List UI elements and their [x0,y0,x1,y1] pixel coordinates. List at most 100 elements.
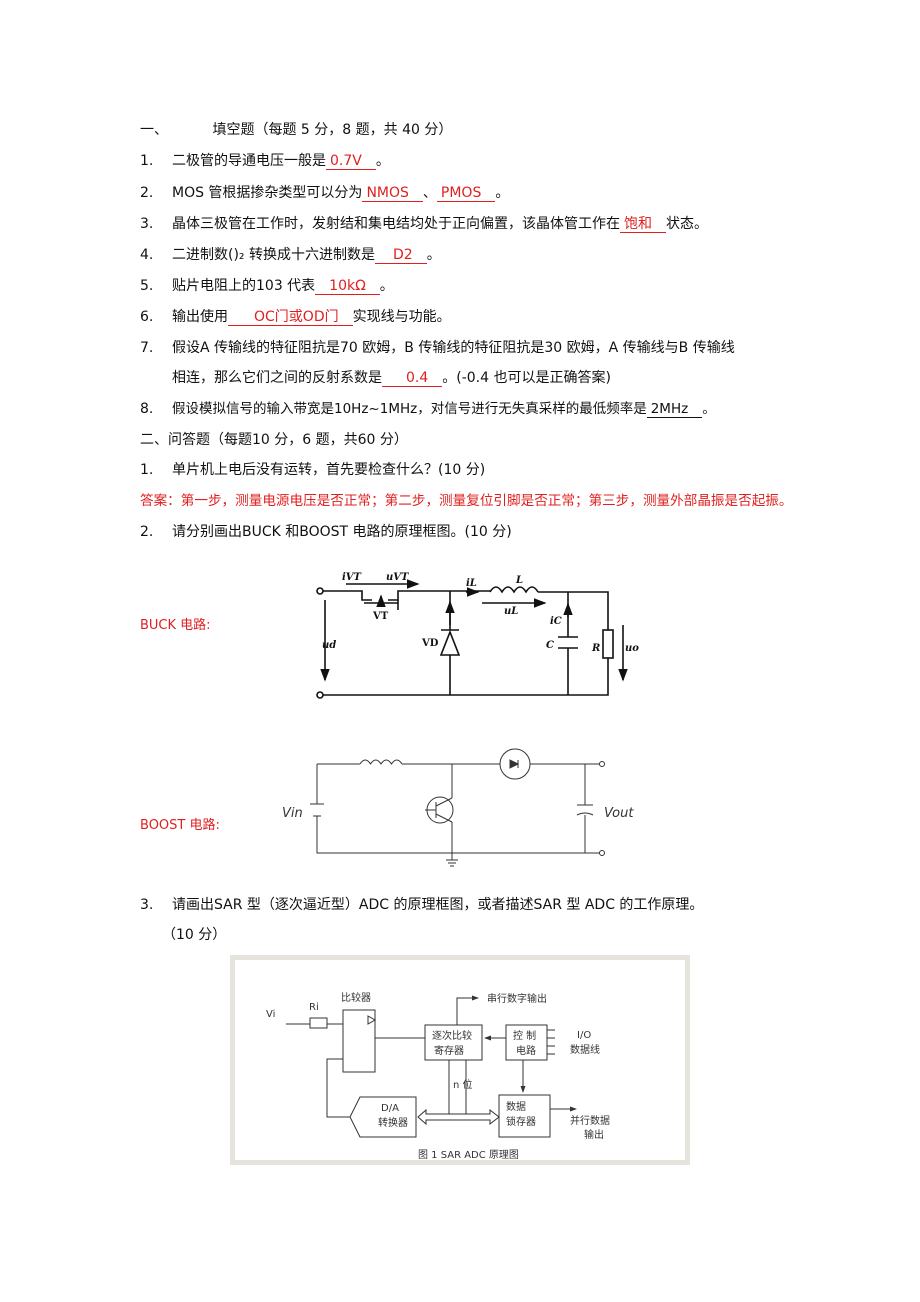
figure-caption: 图 1 SAR ADC 原理图 [418,1149,519,1161]
question-text: 贴片电阻上的103 代表 [172,278,316,294]
label-ul: uL [504,606,518,617]
label-r: R [591,643,600,654]
sar-register-box [424,1024,483,1061]
answer-blank: 10kΩ [315,278,380,295]
question-text: 。 [702,401,716,417]
label-il: iL [466,578,477,589]
section1-heading: 一、 填空题（每题 5 分，8 题，共 40 分） [140,121,452,139]
answer-blank: 2MHz [646,401,703,418]
item-number: 3. [140,216,154,232]
question-text: 。 [379,278,394,294]
label-vt: VT [372,611,389,622]
bus-arrow [417,1108,500,1126]
item-number: 6. [140,309,154,325]
label-ri: Ri [309,1002,319,1013]
label-ivt: iVT [342,572,363,583]
label-parallel-output: 输出 [584,1128,604,1141]
label-sar-register: 逐次比较 [432,1029,472,1042]
diode-icon [439,629,461,656]
item-number: 1. [140,153,154,169]
label-n-bit: n 位 [453,1078,473,1091]
label-latch: 锁存器 [506,1115,536,1128]
question-2-3: 请画出SAR 型（逐次逼近型）ADC 的原理框图，或者描述SAR 型 ADC 的… [172,897,704,913]
question-text: 。 [495,185,510,201]
label-latch: 数据 [506,1100,526,1113]
terminal-icon [599,761,605,767]
label-c: C [546,640,554,651]
question-3: 晶体三极管在工作时，发射结和集电结均处于正向偏置，该晶体管工作在饱和状态。 [172,215,708,233]
question-text: 晶体三极管在工作时，发射结和集电结均处于正向偏置，该晶体管工作在 [172,216,620,232]
question-text: 二极管的导通电压一般是 [172,153,326,169]
question-text: 假设模拟信号的输入带宽是10Hz~1MHz，对信号进行无失真采样的最低频率是 [172,401,647,417]
question-2-3-score: （10 分） [162,927,227,943]
answer-blank: 0.4 [382,370,443,387]
question-text: 状态。 [666,216,708,232]
resistor-icon [309,1017,328,1029]
dac-box [349,1096,417,1138]
question-2-1: 单片机上电后没有运转，首先要检查什么？(10 分) [172,462,486,478]
question-text: 二进制数()₂ 转换成十六进制数是 [172,247,375,263]
label-parallel-output: 并行数据 [570,1114,610,1127]
question-2-2: 请分别画出BUCK 和BOOST 电路的原理框图。(10 分) [172,524,512,540]
question-text: MOS 管根据掺杂类型可以分为 [172,185,363,201]
item-number: 7. [140,340,154,356]
label-control: 控 制 [513,1029,536,1042]
question-text: 。 [426,247,441,263]
comparator-box [342,1009,376,1073]
question-text: 、 [422,185,437,201]
answer-blank: PMOS [436,185,496,202]
label-uo: uo [625,643,639,654]
capacitor-icon [576,764,594,853]
label-vout: Vout [604,806,634,821]
answer-blank: D2 [375,247,427,264]
item-number: 4. [140,247,154,263]
diode-icon [499,748,531,780]
item-number: 2. [140,524,154,540]
terminal-icon [599,850,605,856]
data-latch-box [498,1094,551,1138]
label-vd: VD [421,638,439,649]
boost-label: BOOST 电路: [140,818,220,833]
resistor-icon [602,629,614,659]
battery-icon [310,803,324,817]
section2-heading: 二、问答题（每题10 分，6 题，共60 分） [140,432,408,448]
label-vi: Vi [266,1009,275,1020]
label-dac: D/A [381,1103,399,1114]
label-control: 电路 [516,1044,536,1057]
label-io: 数据线 [570,1043,600,1056]
answer-blank: NMOS [362,185,423,202]
item-number: 1. [140,462,154,478]
buck-circuit [316,579,628,699]
label-ic: iC [550,616,562,627]
label-vin: Vin [282,806,303,821]
item-number: 2. [140,185,154,201]
answer-blank: 饱和 [620,216,666,233]
buck-label: BUCK 电路: [140,618,211,633]
answer-blank: 0.7V [326,153,376,170]
label-sar-register: 寄存器 [434,1044,464,1057]
inductor-icon [489,586,539,594]
item-number: 5. [140,278,154,294]
label-ud: ud [322,640,336,651]
label-uvt: uVT [386,572,410,583]
question-text: 相连，那么它们之间的反射系数是 [172,370,382,386]
item-number: 3. [140,897,154,913]
inductor-icon [359,759,403,765]
section-title: 填空题（每题 5 分，8 题，共 40 分） [212,122,453,138]
control-circuit-box [505,1024,548,1061]
item-number: 8. [140,401,154,417]
label-serial-output: 串行数字输出 [487,992,547,1005]
answer-text: 答案：第一步，测量电源电压是否正常；第二步，测量复位引脚是否正常；第三步，测量外… [140,493,793,509]
question-text: 实现线与功能。 [352,309,451,325]
question-text: 。 [375,153,390,169]
label-comparator: 比较器 [341,991,371,1004]
boost-circuit [310,748,605,867]
